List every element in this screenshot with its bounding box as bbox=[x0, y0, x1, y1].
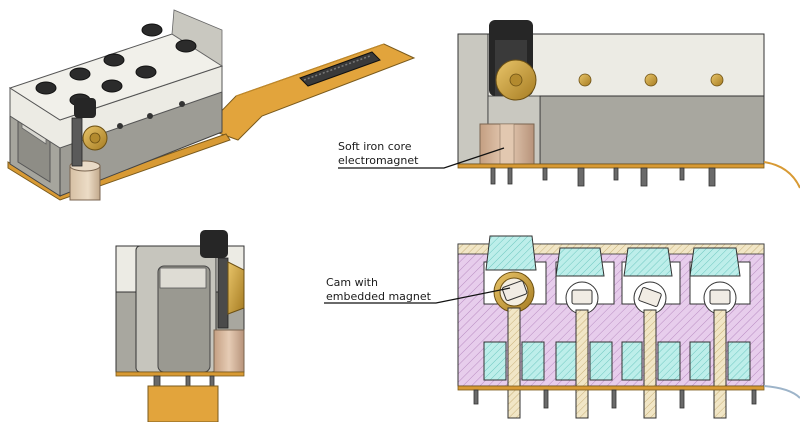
electromagnet-label: Soft iron core electromagnet bbox=[338, 140, 418, 168]
front-flex bbox=[147, 385, 219, 423]
tan-pins bbox=[507, 307, 727, 419]
leader-lines bbox=[324, 147, 511, 304]
cam-label: Cam with embedded magnet bbox=[326, 276, 431, 304]
flex-cable bbox=[204, 43, 416, 141]
cyan-caps bbox=[485, 235, 741, 277]
cross-section-view bbox=[457, 235, 800, 419]
iso-coil bbox=[69, 160, 101, 201]
electromagnet-label-line1: Soft iron core bbox=[338, 140, 412, 153]
electromagnet-label-line2: electromagnet bbox=[338, 154, 419, 167]
iso-knob bbox=[71, 98, 108, 167]
front-gear bbox=[227, 261, 245, 315]
cam-with-magnet bbox=[493, 271, 535, 313]
side-coil bbox=[479, 123, 535, 165]
cam-label-line2: embedded magnet bbox=[326, 290, 431, 303]
cam-leader bbox=[324, 287, 511, 304]
side-view bbox=[457, 20, 800, 189]
front-coil bbox=[213, 329, 245, 373]
front-view bbox=[115, 230, 245, 423]
cam-label-line1: Cam with bbox=[326, 276, 378, 289]
electromagnet-leader bbox=[338, 147, 505, 169]
front-knob bbox=[200, 230, 228, 258]
isometric-view bbox=[7, 9, 416, 201]
connector bbox=[299, 51, 381, 87]
base-plate bbox=[7, 133, 231, 201]
top-holes bbox=[35, 23, 197, 107]
